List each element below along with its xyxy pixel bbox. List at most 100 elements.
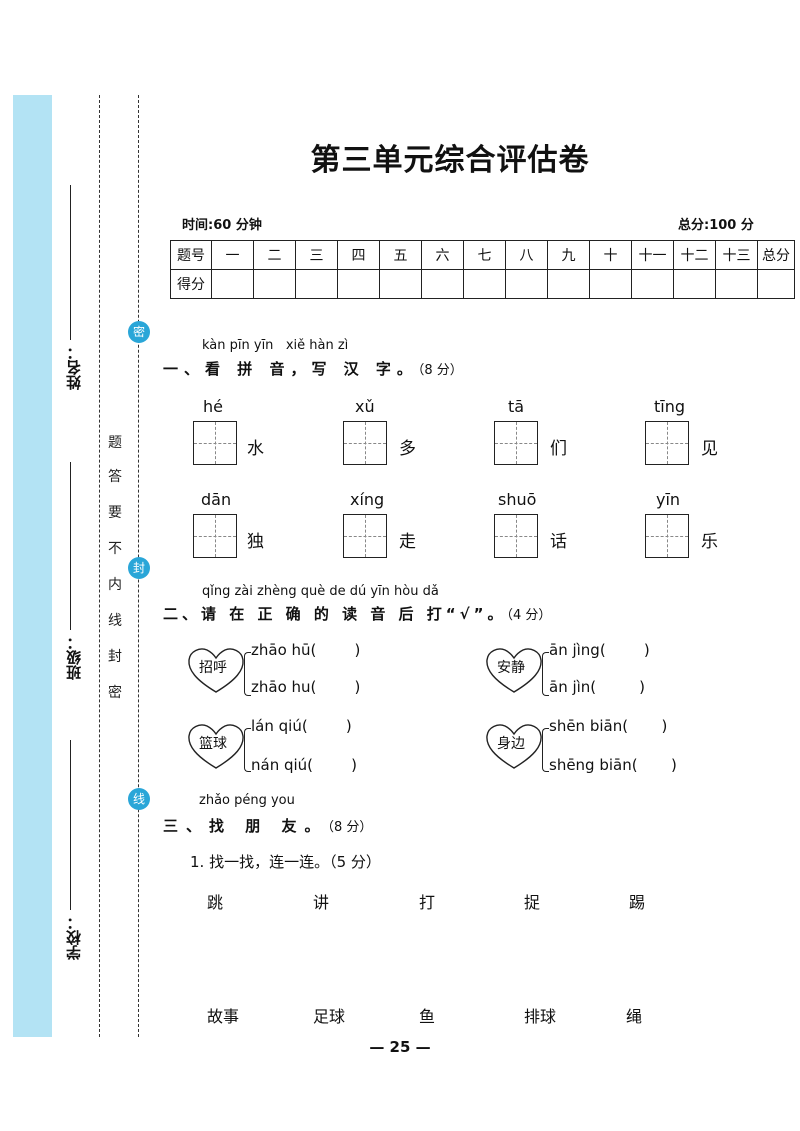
name-blank (70, 185, 71, 340)
score-input-cell[interactable] (505, 269, 548, 299)
section1-score: （8 分） (417, 363, 463, 378)
pinyin-prompt: tā (508, 397, 525, 416)
seal-text-char: 要 (108, 505, 122, 521)
pinyin-option[interactable]: nán qiú( ) (251, 756, 358, 774)
writing-grid[interactable] (494, 514, 538, 558)
score-input-cell[interactable] (379, 269, 422, 299)
table-cell: 三 (295, 240, 338, 270)
table-cell: 得分 (170, 269, 212, 299)
pinyin-option[interactable]: ān jìng( ) (549, 641, 650, 659)
verb-item[interactable]: 打 (419, 893, 436, 912)
seal-feng: 封 (128, 557, 150, 579)
verb-item[interactable]: 跳 (207, 893, 224, 912)
hint-char: 见 (701, 439, 718, 459)
page-title: 第三单元综合评估卷 (310, 143, 590, 178)
seal-text-char: 封 (108, 649, 122, 665)
score-table-score-row: 得分 (170, 269, 795, 299)
school-label: 学校： (65, 915, 83, 960)
hint-char: 水 (247, 439, 264, 459)
heart-word: 安静 (497, 660, 525, 676)
noun-item[interactable]: 排球 (524, 1007, 557, 1026)
table-cell: 七 (463, 240, 506, 270)
heart-icon (188, 648, 244, 693)
brace (542, 652, 549, 696)
seal-text-char: 内 (108, 577, 122, 593)
score-input-cell[interactable] (211, 269, 254, 299)
seal-text-char: 题 (108, 435, 122, 451)
verb-item[interactable]: 讲 (313, 893, 330, 912)
writing-grid[interactable] (343, 514, 387, 558)
verb-item[interactable]: 踢 (629, 893, 646, 912)
writing-grid[interactable] (645, 514, 689, 558)
time-label: 时间:60 分钟 (182, 218, 262, 233)
section1-pinyin: kàn pīn yīn xiě hàn zì (202, 338, 349, 353)
hint-char: 乐 (701, 532, 718, 552)
pinyin-option[interactable]: zhāo hū( ) (251, 641, 361, 659)
verb-item[interactable]: 捉 (524, 893, 541, 912)
table-cell: 四 (337, 240, 380, 270)
pinyin-option[interactable]: shēng biān( ) (549, 756, 677, 774)
section3-heading: 三、找 朋 友。（8 分） (163, 815, 372, 836)
section3-sub1: 1. 找一找，连一连。（5 分） (190, 853, 381, 871)
cut-line-outer (99, 95, 100, 1037)
noun-item[interactable]: 绳 (626, 1007, 643, 1026)
section3-score: （8 分） (327, 820, 373, 835)
table-cell: 九 (547, 240, 590, 270)
pinyin-option[interactable]: zhāo hu( ) (251, 678, 361, 696)
pinyin-option[interactable]: shēn biān( ) (549, 717, 668, 735)
table-cell: 八 (505, 240, 548, 270)
table-cell: 总分 (757, 240, 795, 270)
hint-char: 多 (399, 439, 416, 459)
score-input-cell[interactable] (673, 269, 716, 299)
pinyin-prompt: tīng (654, 397, 686, 416)
pinyin-prompt: xíng (350, 490, 385, 509)
seal-text-char: 线 (108, 613, 122, 629)
pinyin-prompt: xǔ (355, 397, 375, 416)
score-input-cell[interactable] (337, 269, 380, 299)
writing-grid[interactable] (193, 514, 237, 558)
seal-text-char: 密 (108, 685, 122, 701)
pinyin-prompt: shuō (498, 490, 537, 509)
score-input-cell[interactable] (253, 269, 296, 299)
pinyin-prompt: yīn (656, 490, 681, 509)
seal-xian: 线 (128, 788, 150, 810)
table-cell: 十三 (715, 240, 758, 270)
class-label: 班级： (65, 635, 83, 680)
pinyin-option[interactable]: lán qiú( ) (251, 717, 352, 735)
pinyin-prompt: dān (201, 490, 232, 509)
score-input-cell[interactable] (589, 269, 632, 299)
seal-text-char: 答 (108, 469, 122, 485)
table-cell: 五 (379, 240, 422, 270)
noun-item[interactable]: 故事 (207, 1007, 240, 1026)
table-cell: 十 (589, 240, 632, 270)
section2-heading: 二、请 在 正 确 的 读 音 后 打“√”。（4 分） (163, 603, 551, 624)
heart-word: 身边 (497, 736, 525, 752)
binding-strip (13, 95, 52, 1037)
writing-grid[interactable] (494, 421, 538, 465)
section3-pinyin: zhǎo péng you (199, 793, 295, 808)
score-input-cell[interactable] (421, 269, 464, 299)
score-input-cell[interactable] (463, 269, 506, 299)
score-input-cell[interactable] (547, 269, 590, 299)
score-input-cell[interactable] (631, 269, 674, 299)
writing-grid[interactable] (193, 421, 237, 465)
noun-item[interactable]: 鱼 (419, 1007, 436, 1026)
score-input-cell[interactable] (295, 269, 338, 299)
writing-grid[interactable] (645, 421, 689, 465)
class-blank (70, 462, 71, 630)
heart-icon (486, 648, 542, 693)
section3-title: 三、找 朋 友。 (163, 817, 328, 835)
table-cell: 二 (253, 240, 296, 270)
total-label: 总分:100 分 (678, 218, 754, 233)
school-blank (70, 740, 71, 910)
table-cell: 题号 (170, 240, 212, 270)
score-table-header-row: 题号 一 二 三 四 五 六 七 八 九 十 十一 十二 十三 总分 (170, 240, 795, 270)
writing-grid[interactable] (343, 421, 387, 465)
score-input-cell[interactable] (757, 269, 795, 299)
noun-item[interactable]: 足球 (313, 1007, 346, 1026)
pinyin-option[interactable]: ān jìn( ) (549, 678, 645, 696)
heart-icon (188, 724, 244, 769)
section2-title: 二、请 在 正 确 的 读 音 后 打“√”。 (163, 605, 507, 623)
name-label: 姓名： (65, 345, 83, 390)
score-input-cell[interactable] (715, 269, 758, 299)
